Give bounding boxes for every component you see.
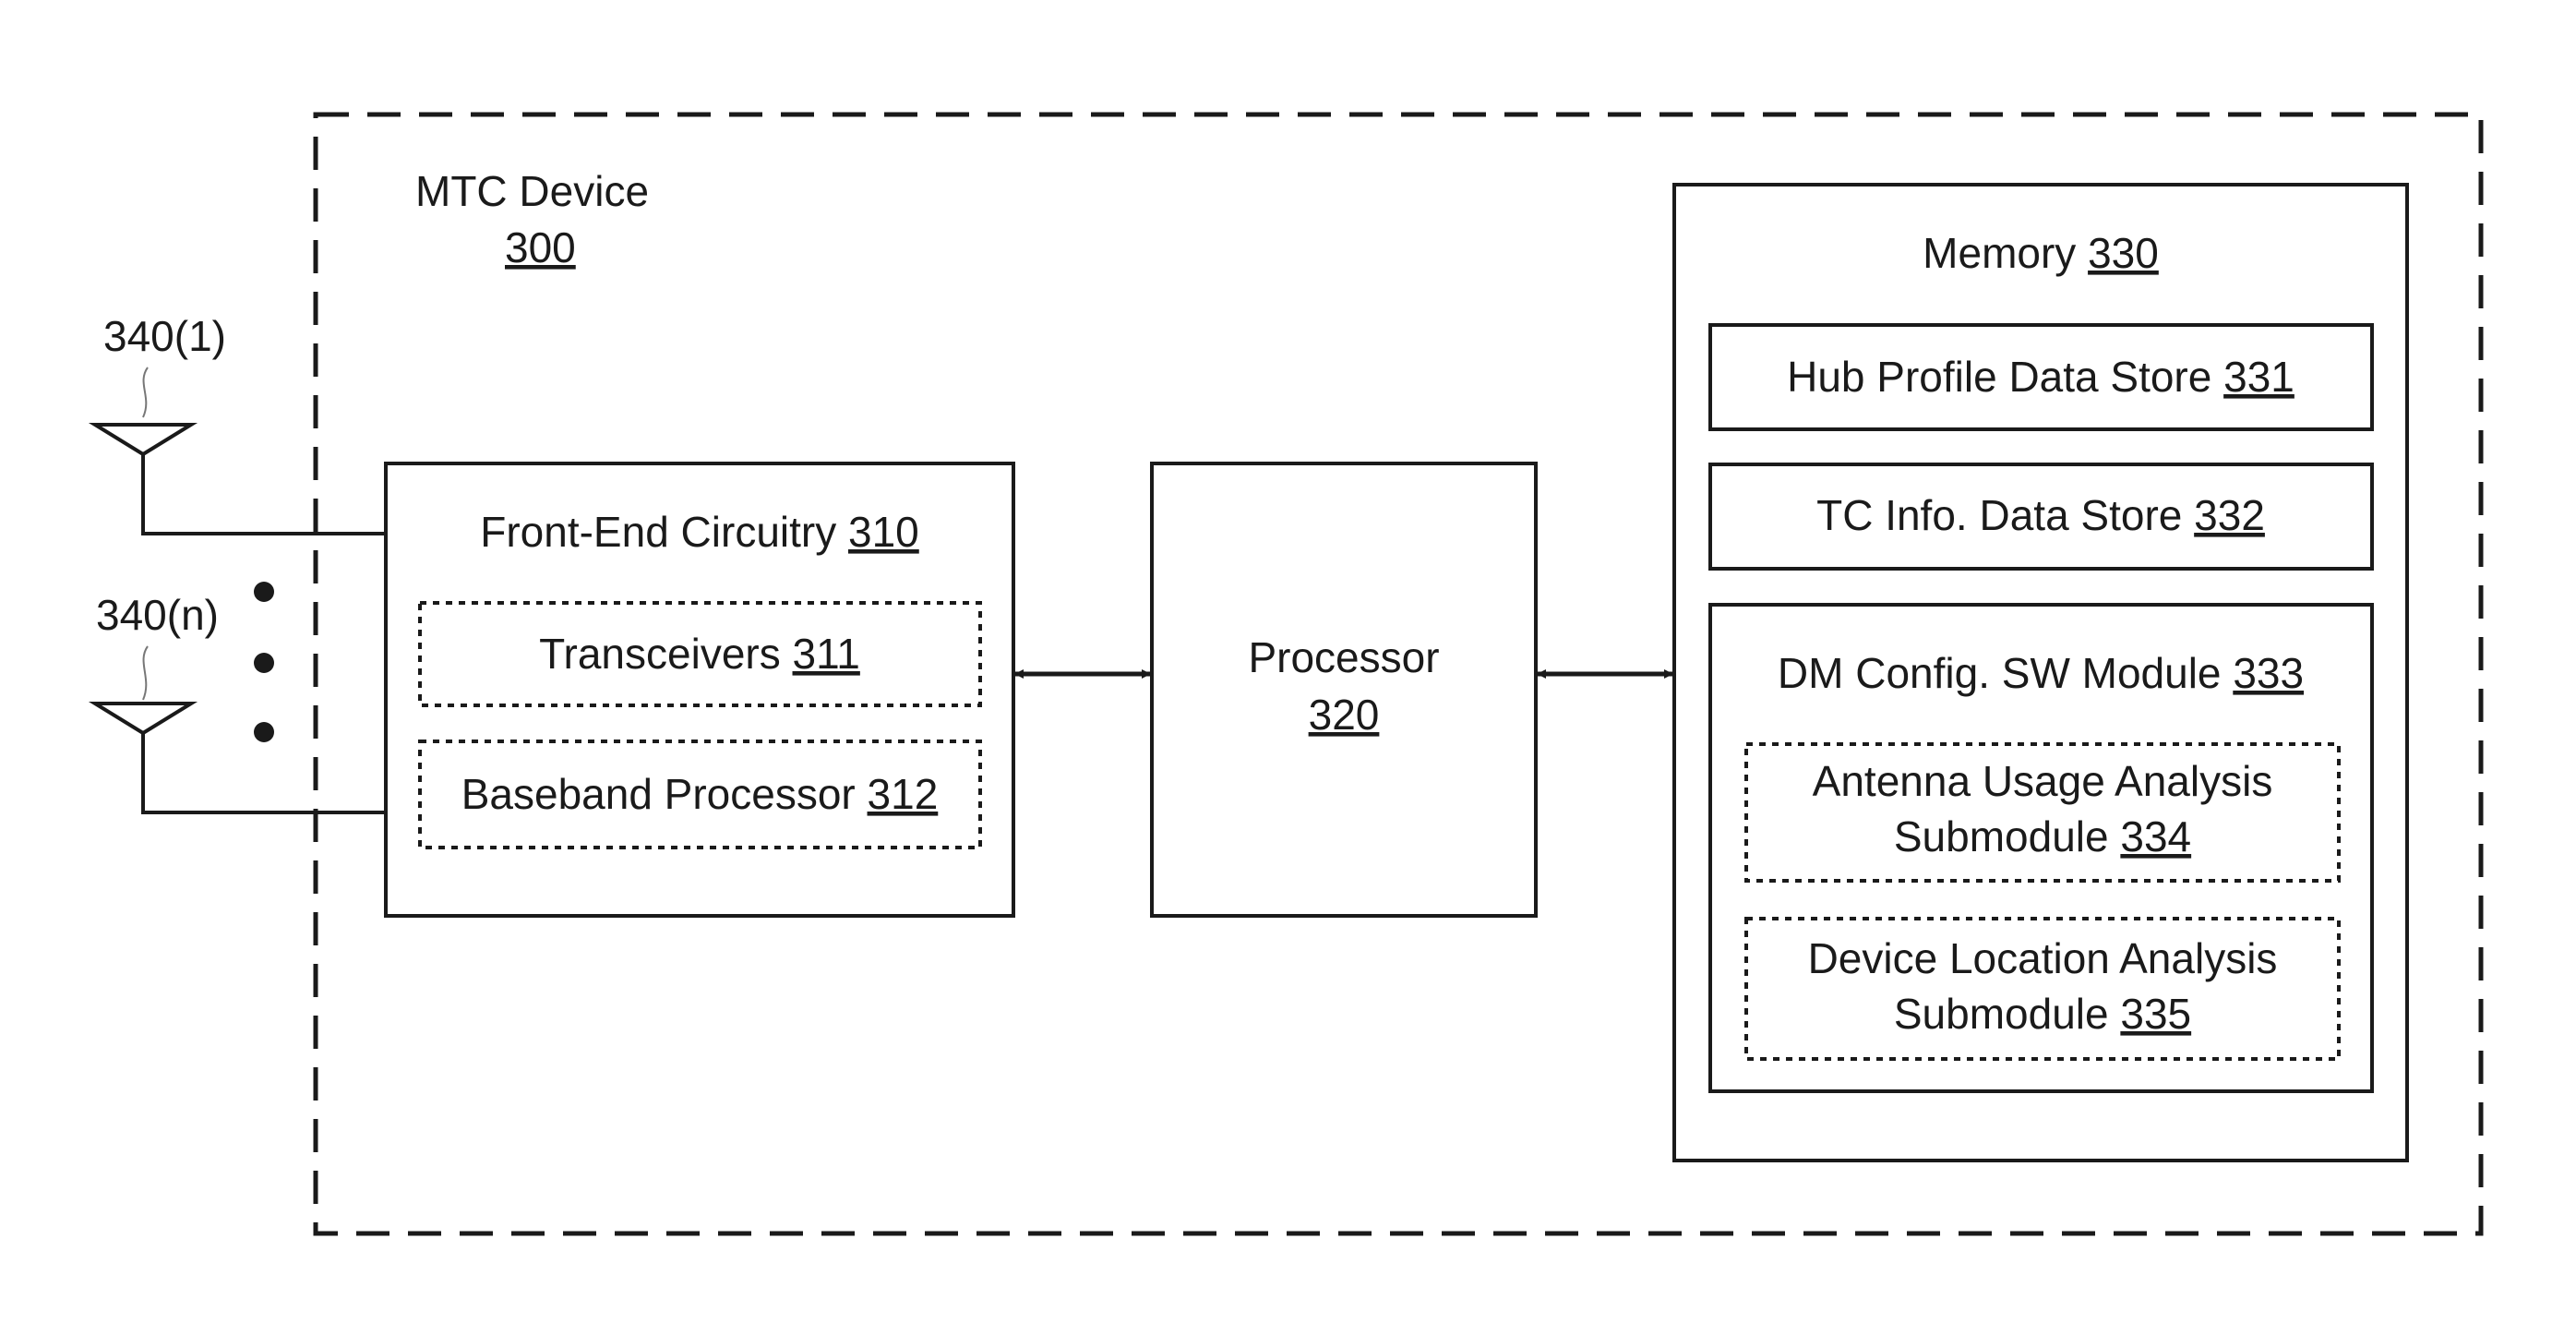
device-label: MTC Device xyxy=(415,167,649,215)
device-location-line2: Submodule 335 xyxy=(1894,990,2191,1038)
processor-ref: 320 xyxy=(1309,691,1380,739)
processor-box xyxy=(1152,463,1536,916)
front-end-circuitry: Front-End Circuitry 310 Transceivers 311… xyxy=(386,463,1013,916)
device-ref: 300 xyxy=(505,223,576,271)
antenna-1: 340(1) xyxy=(95,312,386,534)
memory: Memory 330 Hub Profile Data Store 331 TC… xyxy=(1674,185,2407,1161)
antenna-n-feed xyxy=(143,733,386,812)
baseband-label: Baseband Processor 312 xyxy=(461,770,939,818)
antenna-1-icon xyxy=(95,425,191,454)
antenna-n-leader xyxy=(143,646,148,700)
ellipsis-dot-3 xyxy=(254,722,274,742)
tc-info-label: TC Info. Data Store 332 xyxy=(1816,491,2265,539)
device-location-line1: Device Location Analysis xyxy=(1808,934,2278,982)
antenna-n-icon xyxy=(95,704,191,733)
antenna-usage-line1: Antenna Usage Analysis xyxy=(1813,757,2273,805)
transceivers-label: Transceivers 311 xyxy=(539,630,860,678)
processor-label: Processor xyxy=(1248,633,1439,681)
processor: Processor 320 xyxy=(1152,463,1536,916)
hub-profile-label: Hub Profile Data Store 331 xyxy=(1787,353,2294,401)
dm-config-title: DM Config. SW Module 333 xyxy=(1778,649,2304,697)
ellipsis-dot-2 xyxy=(254,653,274,673)
memory-title: Memory 330 xyxy=(1923,229,2159,277)
antenna-usage-line2: Submodule 334 xyxy=(1894,812,2191,860)
front-end-title: Front-End Circuitry 310 xyxy=(480,508,919,556)
antenna-1-label: 340(1) xyxy=(103,312,226,360)
ellipsis-dot-1 xyxy=(254,582,274,602)
antenna-1-leader xyxy=(143,367,148,417)
antenna-1-feed xyxy=(143,454,386,534)
antenna-n: 340(n) xyxy=(95,591,386,812)
antenna-n-label: 340(n) xyxy=(96,591,219,639)
